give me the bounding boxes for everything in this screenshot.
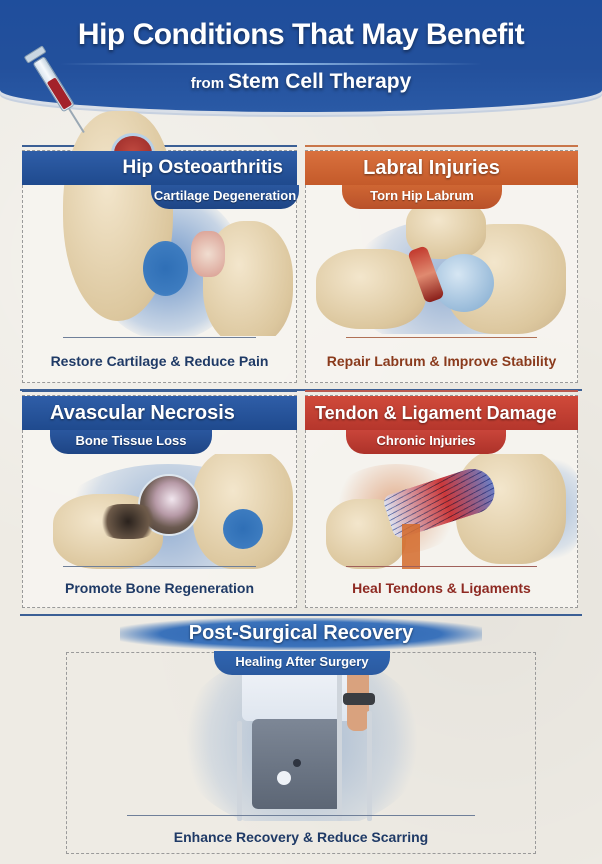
section-divider (20, 614, 582, 616)
avascular-necrosis-illustration (23, 454, 296, 569)
condition-benefit: Restore Cartilage & Reduce Pain (50, 353, 269, 369)
card-header: Labral Injuries (305, 151, 578, 185)
condition-benefit: Heal Tendons & Ligaments (352, 580, 531, 596)
condition-card-labral-injuries: Labral Injuries Torn Hip Labrum Repair L… (305, 145, 578, 383)
condition-subtitle: Chronic Injuries (376, 433, 476, 448)
hip-joint-illustration (23, 111, 296, 336)
condition-subtitle: Bone Tissue Loss (75, 433, 187, 448)
recovery-title-band (120, 618, 482, 650)
card-header: Tendon & Ligament Damage (305, 396, 578, 430)
card-header: Avascular Necrosis (22, 396, 297, 430)
condition-card-post-surgical-recovery: Enhance Recovery & Reduce Scarring (66, 651, 536, 854)
card-header: Hip Osteoarthritis (22, 151, 297, 185)
title-divider (60, 63, 482, 65)
condition-subtitle-tab: Healing After Surgery (214, 651, 390, 675)
condition-subtitle: Healing After Surgery (235, 654, 369, 669)
condition-card-avascular-necrosis: Avascular Necrosis Bone Tissue Loss Prom… (22, 390, 297, 608)
condition-title: Labral Injuries (363, 156, 500, 179)
condition-title: Tendon & Ligament Damage (315, 402, 557, 423)
condition-subtitle-tab: Bone Tissue Loss (50, 430, 212, 454)
page-title: Hip Conditions That May Benefit (77, 18, 525, 51)
condition-subtitle-tab: Chronic Injuries (346, 430, 506, 454)
condition-benefit: Enhance Recovery & Reduce Scarring (173, 829, 429, 845)
subtitle-main: Stem Cell Therapy (228, 70, 412, 93)
condition-subtitle: Torn Hip Labrum (370, 188, 474, 203)
subtitle-prefix: from (190, 75, 225, 92)
condition-title: Post-Surgical Recovery (188, 622, 414, 644)
condition-subtitle-tab: Cartilage Degeneration (151, 185, 299, 209)
condition-title: Hip Osteoarthritis (122, 157, 283, 178)
patient-crutches-illustration (67, 651, 535, 821)
condition-benefit: Promote Bone Regeneration (64, 580, 255, 596)
row-divider (20, 389, 582, 391)
condition-subtitle: Cartilage Degeneration (153, 188, 297, 203)
torn-labrum-illustration (306, 209, 577, 334)
tendon-ligament-illustration (306, 454, 577, 569)
condition-card-tendon-ligament-damage: Tendon & Ligament Damage Chronic Injurie… (305, 390, 578, 608)
condition-title: Avascular Necrosis (50, 401, 235, 424)
condition-card-hip-osteoarthritis: Hip Osteoarthritis Cartilage Degeneratio… (22, 111, 299, 383)
condition-subtitle-tab: Torn Hip Labrum (342, 185, 502, 209)
condition-benefit: Repair Labrum & Improve Stability (326, 353, 557, 369)
